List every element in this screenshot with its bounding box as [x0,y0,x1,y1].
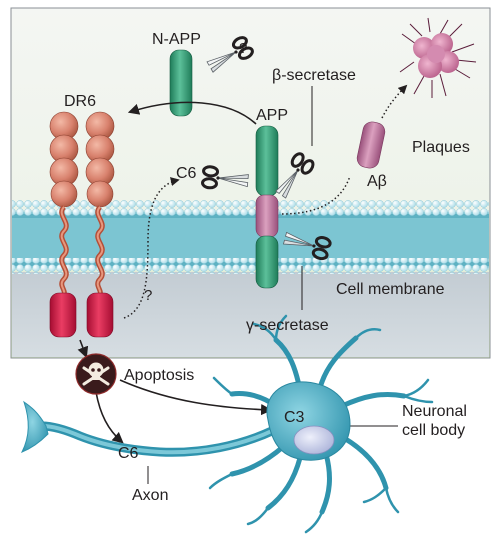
app-protein [255,125,279,289]
label-neuronal-cell-body-line2: cell body [402,422,465,439]
label-c6-axon: C6 [118,445,139,462]
label-app: APP [256,107,288,124]
neuron [20,314,434,534]
axon [37,421,279,457]
dr6-chain-left [49,111,79,338]
arrow-app-to-dr6 [127,101,257,125]
label-beta-secretase: β-secretase [272,67,356,84]
label-question-top: ? [239,40,247,57]
diagram-labels: N-APP ? β-secretase DR6 APP Plaques C6 A… [64,31,471,504]
label-question-mid: ? [144,287,152,304]
arrow-abeta-dotted [281,175,351,215]
label-c6-membrane: C6 [176,165,197,182]
dr6-chain-right [85,111,115,338]
skull-crossbones-icon [75,353,117,395]
arrow-apoptosis-to-c3 [119,379,273,416]
label-abeta: Aβ [367,173,387,190]
cell-membrane [12,200,489,274]
label-gamma-secretase: γ-secretase [246,317,329,334]
abeta-fragment [356,121,386,169]
label-c3: C3 [284,409,305,426]
label-cell-membrane: Cell membrane [336,281,445,298]
label-neuronal-cell-body: Neuronal cell body [402,403,471,439]
nucleus [293,425,335,455]
dr6-receptor [49,111,115,338]
label-axon: Axon [132,487,168,504]
arrows [77,84,408,484]
label-n-app: N-APP [152,31,201,48]
arrow-apoptosis-to-axon [95,391,124,444]
label-plaques: Plaques [412,139,470,156]
arrow-to-plaques-dotted [381,84,408,119]
label-neuronal-cell-body-line1: Neuronal [402,403,467,420]
n-app-fragment [169,49,193,117]
axon-terminal [20,400,49,453]
label-apoptosis: Apoptosis [124,367,194,384]
label-dr6: DR6 [64,93,96,110]
plaques-cluster [399,17,477,98]
cell-panel [10,7,491,359]
